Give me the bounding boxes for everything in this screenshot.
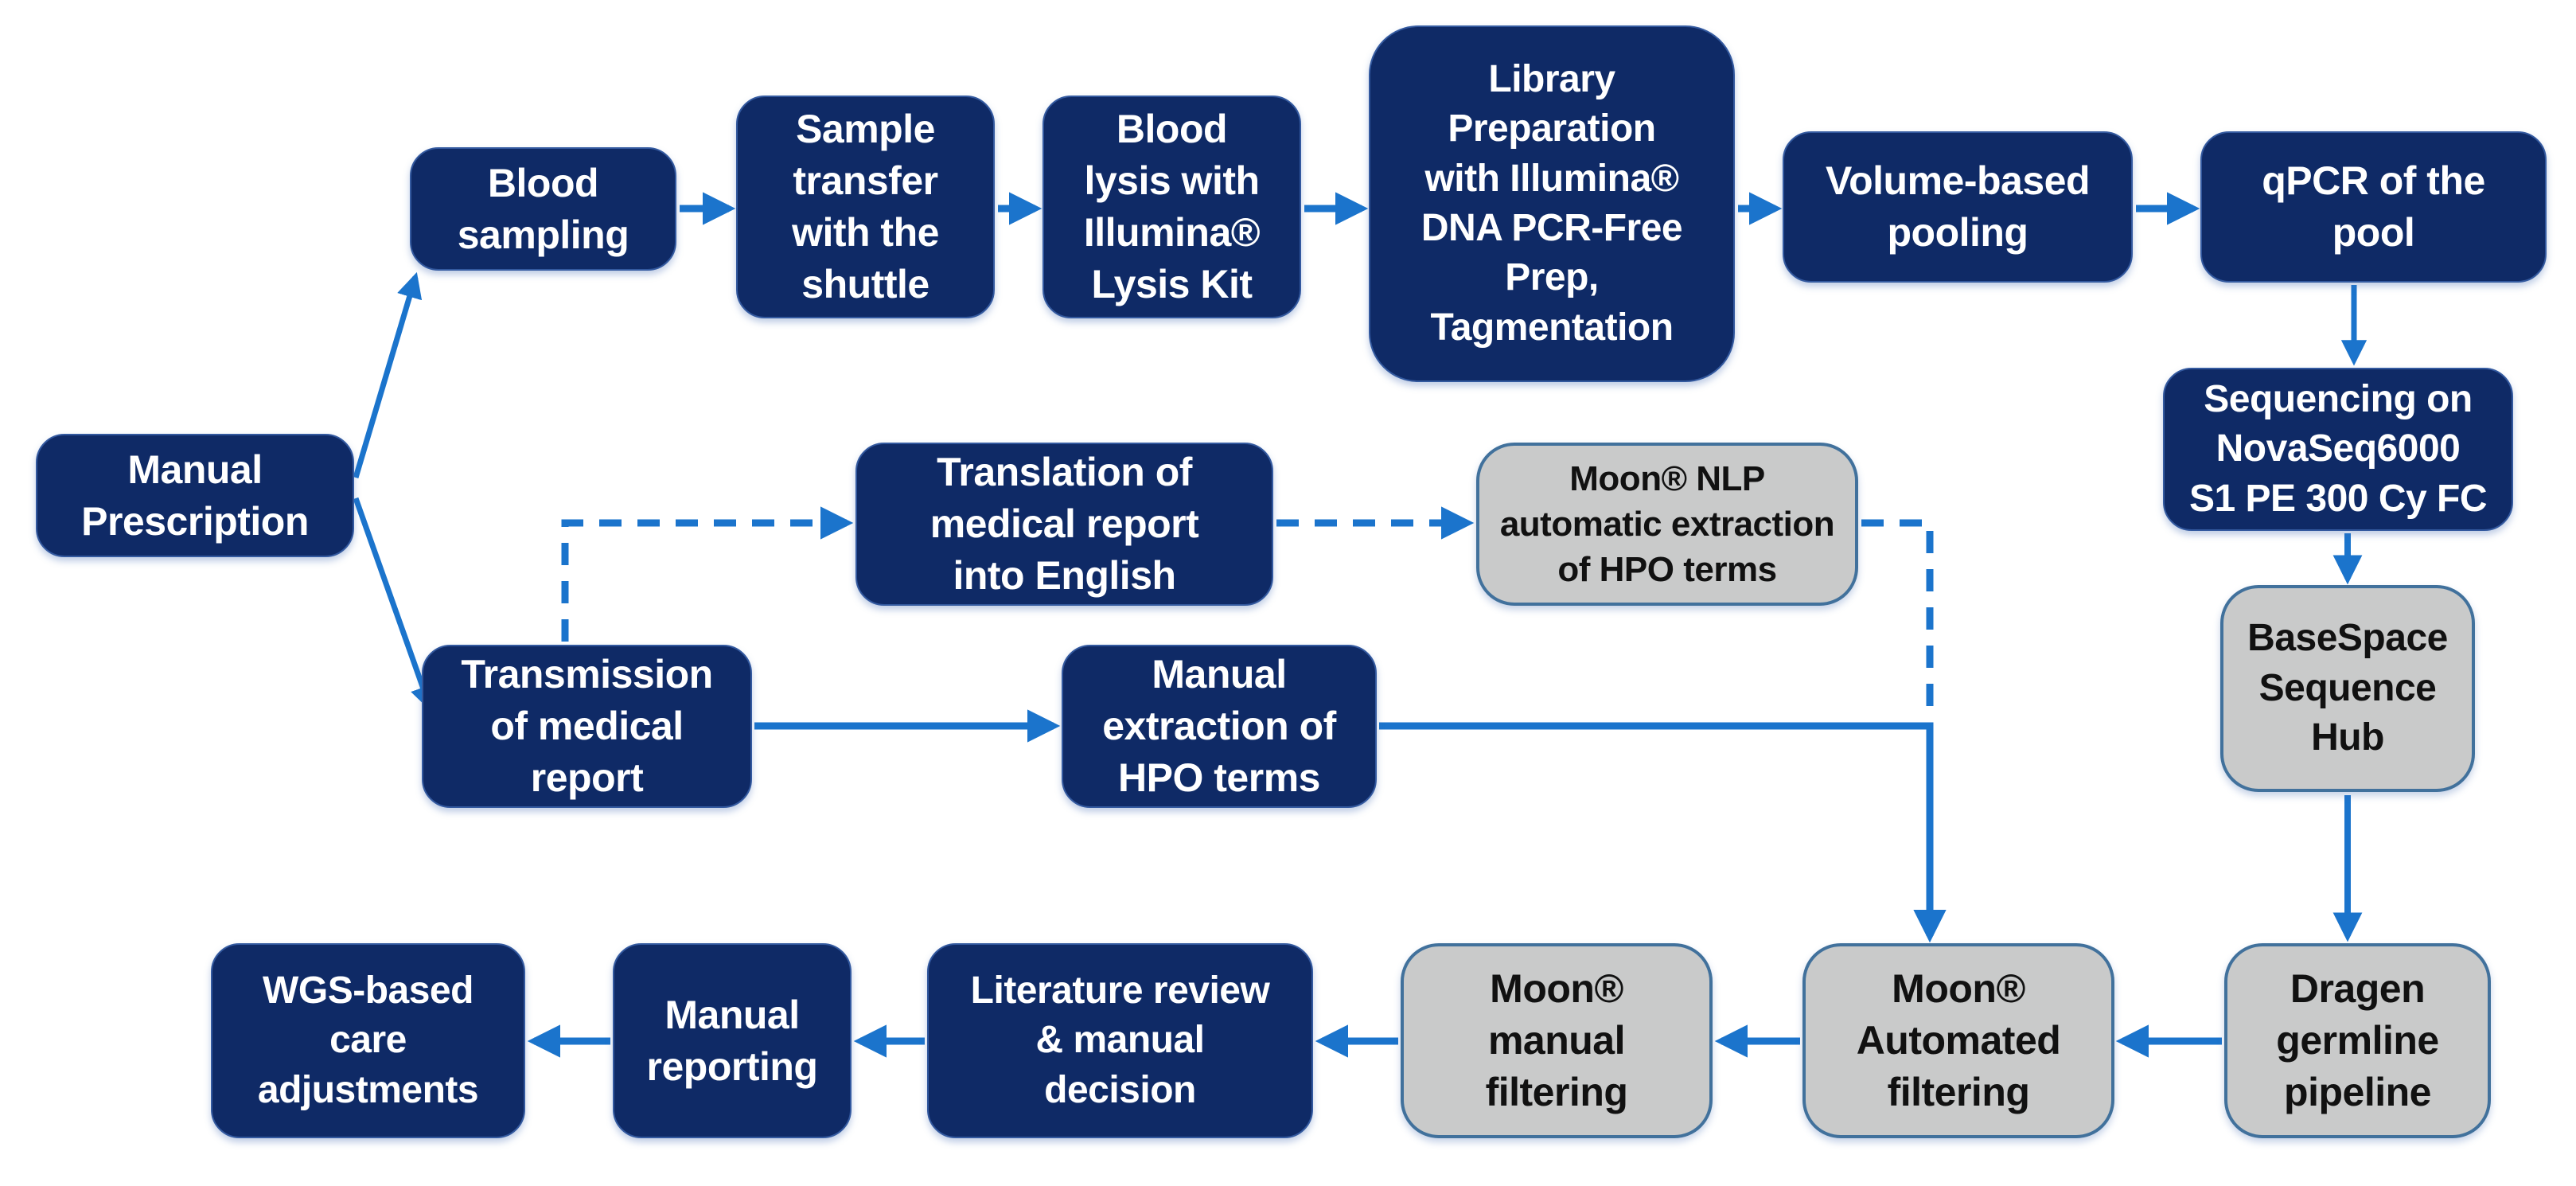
node-sample-transfer: Sample transfer with the shuttle <box>736 96 995 318</box>
node-translation: Translation of medical report into Engli… <box>855 443 1273 606</box>
node-volume-pooling: Volume-based pooling <box>1783 131 2133 283</box>
node-moon-nlp: Moon® NLP automatic extraction of HPO te… <box>1476 443 1858 606</box>
node-blood-lysis: Blood lysis with Illumina® Lysis Kit <box>1042 96 1301 318</box>
node-moon-automated: Moon® Automated filtering <box>1802 943 2114 1138</box>
node-manual-prescription: Manual Prescription <box>36 434 354 557</box>
node-manual-reporting: Manual reporting <box>613 943 852 1138</box>
node-basespace: BaseSpace Sequence Hub <box>2220 585 2475 792</box>
node-library-prep: Library Preparation with Illumina® DNA P… <box>1369 25 1735 382</box>
node-manual-extraction: Manual extraction of HPO terms <box>1062 645 1377 808</box>
node-qpcr: qPCR of the pool <box>2200 131 2547 283</box>
node-dragen: Dragen germline pipeline <box>2224 943 2491 1138</box>
edge-extraction-to-moon-automated <box>1379 722 1947 943</box>
node-literature-review: Literature review & manual decision <box>927 943 1313 1138</box>
edge-moon-nlp-to-junction <box>1861 519 1934 718</box>
edge-prescription-to-transmission <box>353 497 435 712</box>
node-moon-manual: Moon® manual filtering <box>1401 943 1713 1138</box>
node-blood-sampling: Blood sampling <box>410 147 676 271</box>
edge-transmission-to-translation <box>561 506 854 642</box>
node-transmission: Transmission of medical report <box>422 645 752 808</box>
node-wgs-adjustments: WGS-based care adjustments <box>211 943 525 1138</box>
node-sequencing: Sequencing on NovaSeq6000 S1 PE 300 Cy F… <box>2163 368 2513 531</box>
edge-prescription-to-sampling <box>353 271 423 478</box>
